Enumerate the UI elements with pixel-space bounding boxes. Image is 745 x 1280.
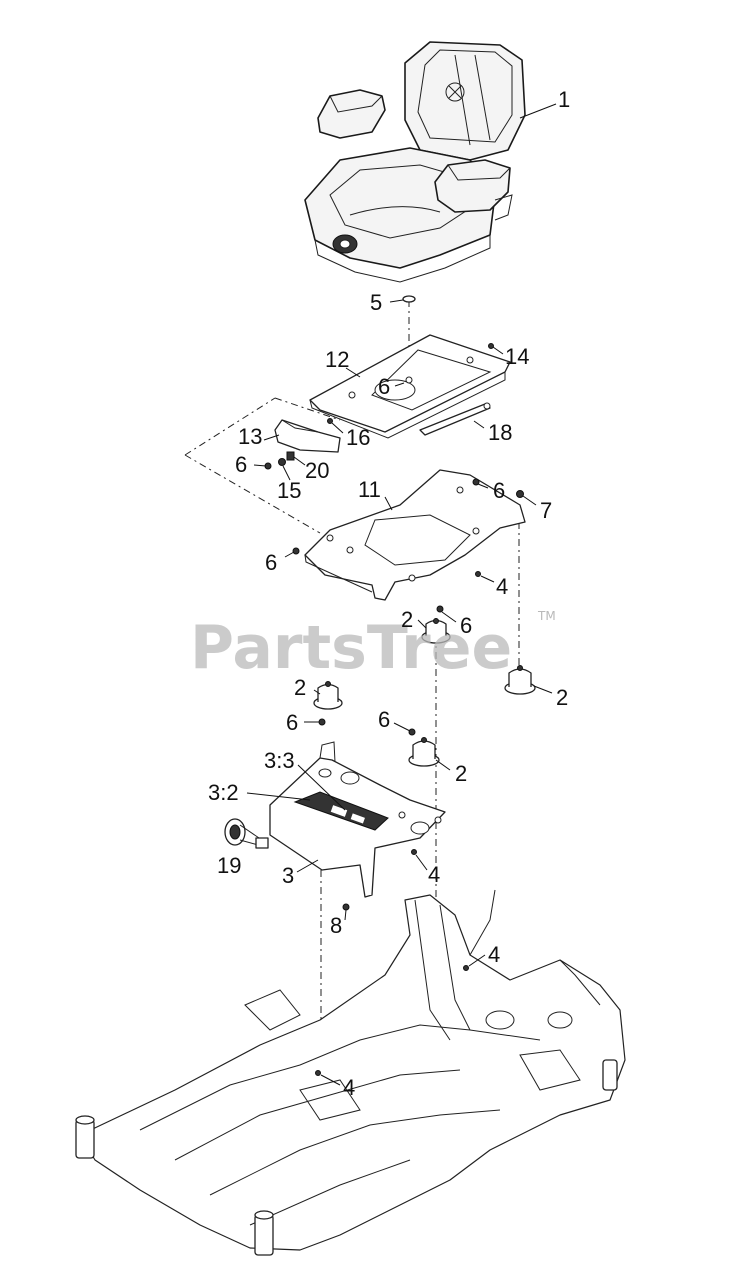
callout-part-20[interactable]: 20 [305,458,329,483]
nut-part-7[interactable] [516,490,524,498]
screw-part-8[interactable] [342,903,350,911]
callout-part-2[interactable]: 2 [294,675,306,700]
washer-part-5[interactable] [402,295,416,303]
adjust-knob-19[interactable] [224,818,269,849]
callout-part-19[interactable]: 19 [217,853,241,878]
nut-part-6-left-base[interactable] [292,547,300,555]
watermark-trademark: TM [537,609,556,623]
mower-chassis-frame [75,889,626,1256]
callout-part-14[interactable]: 14 [505,344,529,369]
callout-labels: 1 5 12 14 6 13 16 18 6 20 15 11 6 7 6 4 … [208,87,570,1100]
watermark-logo: PartsTree [190,613,512,683]
callout-part-6[interactable]: 6 [460,613,472,638]
isolator-mount-2-right[interactable] [504,665,536,695]
nut-part-6-right-base[interactable] [472,478,480,486]
callout-part-4[interactable]: 4 [343,1075,355,1100]
callout-part-11[interactable]: 11 [358,477,381,502]
callout-part-1[interactable]: 1 [558,87,570,112]
callout-part-2[interactable]: 2 [455,761,467,786]
bolt-part-4-chassis-right[interactable] [463,965,469,971]
nut-part-6-top-center[interactable] [436,605,444,613]
callout-part-2[interactable]: 2 [556,685,568,710]
spring-part-20[interactable] [286,451,295,461]
nut-part-15[interactable] [278,458,286,466]
callout-part-6[interactable]: 6 [493,478,505,503]
callout-part-18[interactable]: 18 [488,420,512,445]
callout-part-6[interactable]: 6 [265,550,277,575]
callout-part-3[interactable]: 3 [282,863,294,888]
callout-part-3-2[interactable]: 3:2 [208,780,239,805]
callout-part-7[interactable]: 7 [540,498,552,523]
bolt-part-4-base[interactable] [475,571,481,577]
isolator-mount-2-top-center[interactable] [421,618,451,644]
latch-bracket-13[interactable] [274,419,341,453]
callout-part-5[interactable]: 5 [370,290,382,315]
callout-part-8[interactable]: 8 [330,913,342,938]
nut-part-6-right-mid[interactable] [408,728,416,736]
bolt-part-4-pan[interactable] [411,849,417,855]
slide-rod-18[interactable] [419,402,491,436]
isolator-mount-2-left[interactable] [313,681,343,710]
bolt-part-4-chassis-left[interactable] [315,1070,321,1076]
callout-part-4[interactable]: 4 [488,942,500,967]
nut-part-6-left-mid[interactable] [318,718,326,726]
seat-slide-plate-12[interactable] [309,334,511,439]
callout-part-4[interactable]: 4 [496,574,508,599]
callout-part-3-3[interactable]: 3:3 [264,748,295,773]
callout-part-2[interactable]: 2 [401,607,413,632]
callout-part-4[interactable]: 4 [428,862,440,887]
callout-part-6[interactable]: 6 [235,452,247,477]
callout-leader-lines [246,103,557,1086]
seat-assembly[interactable] [304,41,526,283]
bolt-part-16[interactable] [327,418,333,424]
bolt-part-14[interactable] [488,343,494,349]
isolator-mount-2-lower[interactable] [408,737,440,767]
callout-part-15[interactable]: 15 [277,478,301,503]
seat-base-plate-11[interactable] [304,469,526,601]
callout-part-6[interactable]: 6 [378,707,390,732]
callout-part-6[interactable]: 6 [378,374,390,399]
callout-part-16[interactable]: 16 [346,425,370,450]
callout-part-6[interactable]: 6 [286,710,298,735]
callout-part-12[interactable]: 12 [325,347,349,372]
callout-part-13[interactable]: 13 [238,424,262,449]
